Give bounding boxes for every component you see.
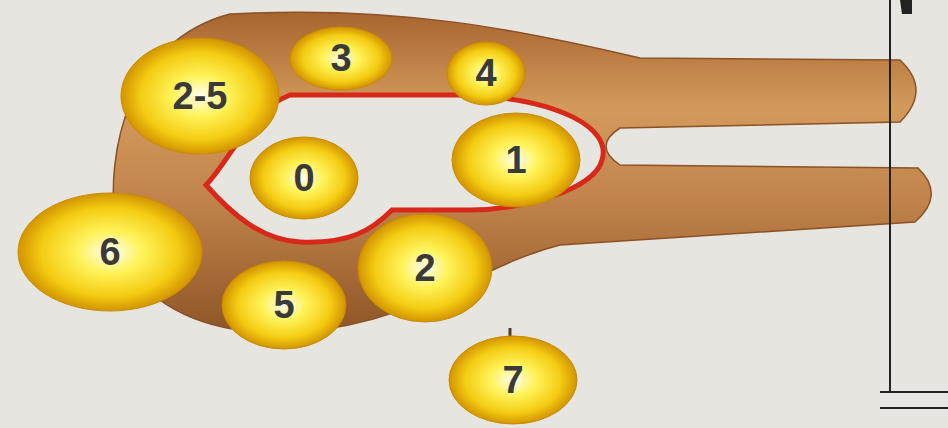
callout-number: 4 <box>475 54 496 92</box>
ball-outline <box>290 27 392 90</box>
frame-line <box>880 407 948 409</box>
corner-mark <box>900 0 912 14</box>
numbered-ball: 3 <box>289 26 393 91</box>
frame-line <box>889 0 891 392</box>
ball-outline <box>447 42 525 105</box>
callout-number: 1 <box>505 141 526 179</box>
numbered-ball: 4 <box>446 41 526 106</box>
callout-number: 0 <box>293 159 314 197</box>
ball-outline <box>452 113 580 207</box>
numbered-ball: 2 <box>357 213 493 323</box>
numbered-ball: 6 <box>17 192 203 312</box>
callout-number: 6 <box>99 233 120 271</box>
ball-outline <box>358 214 492 322</box>
ball-outline <box>18 193 202 311</box>
ball-outline <box>250 137 358 219</box>
callout-number: 5 <box>273 286 294 324</box>
frame-line <box>880 391 948 393</box>
numbered-ball: 2-5 <box>120 37 280 155</box>
numbered-ball: 5 <box>221 260 347 350</box>
ball-outline <box>121 38 279 154</box>
callout-number: 3 <box>330 39 351 77</box>
callout-number: 2 <box>414 249 435 287</box>
callout-number: 2-5 <box>173 77 228 115</box>
ball-outline <box>449 336 577 424</box>
callout-number: 7 <box>502 361 523 399</box>
ball-outline <box>222 261 346 349</box>
numbered-ball: 1 <box>451 112 581 208</box>
numbered-ball: 0 <box>249 136 359 220</box>
numbered-ball: 7 <box>448 335 578 425</box>
